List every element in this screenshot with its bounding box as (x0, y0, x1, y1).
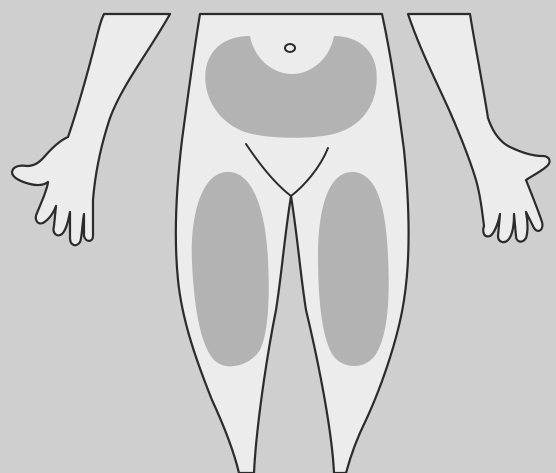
left-thigh-injection-zone (192, 172, 269, 366)
right-thigh-injection-zone (318, 172, 389, 366)
